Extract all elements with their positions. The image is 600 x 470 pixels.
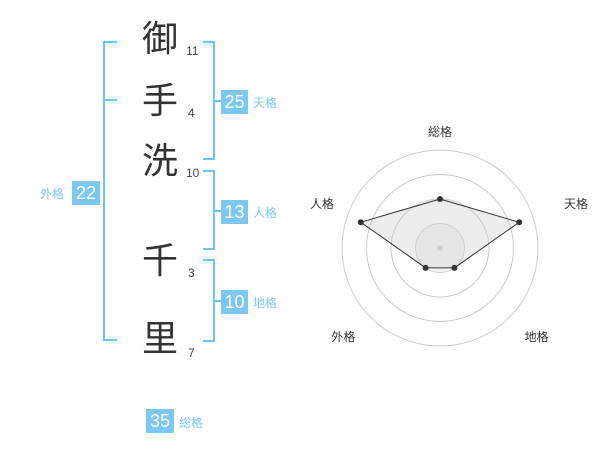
stroke-count-4: 3 [188,266,195,280]
radar-point-1 [437,196,443,202]
name-char-2: 手 [141,81,178,122]
chikaku-badge: 10 [221,290,248,314]
radar-point-3 [451,264,458,271]
radar-point-5 [357,219,364,226]
stroke-count-1: 11 [186,44,199,58]
chikaku-bracket [203,259,215,342]
radar-point-2 [516,219,523,226]
stroke-count-2: 4 [188,106,195,120]
radar-axis-label-2: 天格 [564,196,588,211]
name-char-4: 千 [141,241,178,282]
radar-point-4 [422,264,429,271]
name-char-3: 洗 [141,141,178,182]
tenkaku-label: 天格 [253,96,278,110]
radar-axis-label-1: 総格 [428,124,452,139]
jinkaku-tick [215,210,221,212]
gaikaku-tick-inner [103,99,117,101]
name-char-1: 御 [141,19,178,60]
gaikaku-bracket [103,41,117,341]
stroke-count-5: 7 [188,346,195,360]
radar-axis-label-3: 地格 [525,329,549,344]
chikaku-tick [215,300,221,302]
radar-series-shape [359,198,521,269]
jinkaku-label: 人格 [253,206,278,220]
tenkaku-tick [215,100,221,102]
name-char-5: 里 [141,319,178,360]
jinkaku-badge: 13 [221,200,248,224]
gaikaku-badge: 22 [72,181,100,205]
soukaku-label: 総格 [179,416,204,430]
radar-center-dot [437,245,443,251]
tenkaku-badge: 25 [221,90,248,114]
gaikaku-label: 外格 [40,187,65,201]
jinkaku-bracket [203,170,215,250]
chikaku-label: 地格 [253,296,278,310]
tenkaku-bracket [203,41,215,160]
radar-axis-label-5: 人格 [310,196,334,211]
radar-axis-label-4: 外格 [331,329,355,344]
stroke-count-3: 10 [186,166,200,180]
soukaku-badge: 35 [146,409,174,433]
